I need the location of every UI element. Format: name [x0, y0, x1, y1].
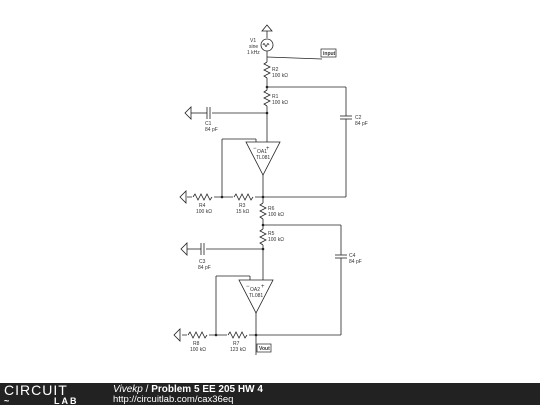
circuit-url[interactable]: http://circuitlab.com/cax36eq: [113, 394, 234, 405]
r6-resistor[interactable]: R6 100 kΩ: [259, 202, 284, 220]
oa1-opamp[interactable]: + − OA1 TL081: [245, 141, 281, 176]
c4-value: 84 pF: [349, 259, 362, 265]
r4-ground-symbol: [179, 190, 187, 204]
node-dot: [261, 195, 265, 199]
oa2-part: TL081: [249, 293, 263, 299]
oa2-minus: −: [246, 284, 250, 290]
r5-resistor[interactable]: R5 100 kΩ: [259, 228, 284, 246]
svg-text:input: input: [323, 51, 336, 57]
oa1-plus: +: [266, 146, 270, 152]
c4-ref: C4: [349, 253, 356, 259]
svg-text:Vout: Vout: [259, 346, 270, 352]
v1-freq: 1 kHz: [247, 50, 260, 56]
r7-ref: R7: [233, 341, 240, 347]
r6-ref: R6: [268, 206, 275, 212]
top-ground-symbol: [261, 24, 273, 38]
author-link[interactable]: Vivekp: [113, 384, 143, 395]
vout-net-label[interactable]: Vout: [256, 343, 272, 353]
c2-ref: C2: [355, 115, 362, 121]
footer-bar: CIRCUIT ~ LAB Vivekp / Problem 5 EE 205 …: [0, 382, 540, 406]
r1-ref: R1: [272, 94, 279, 100]
r1-resistor[interactable]: R1 100 kΩ: [263, 89, 288, 107]
title-separator: /: [142, 384, 152, 395]
node-dot: [220, 195, 224, 199]
logo-text-bottom: LAB: [54, 396, 79, 406]
oa1-part: TL081: [256, 155, 270, 161]
oa1-minus: −: [253, 146, 257, 152]
r7-value: 123 kΩ: [230, 347, 246, 353]
r8-value: 100 kΩ: [190, 347, 206, 353]
c1-value: 84 pF: [205, 127, 218, 133]
r2-resistor[interactable]: R2 100 kΩ: [263, 61, 288, 79]
c1-capacitor[interactable]: C1 84 pF: [191, 107, 218, 133]
c2-value: 84 pF: [355, 121, 368, 127]
r8-ground-symbol: [173, 328, 181, 342]
r4-ref: R4: [199, 203, 206, 209]
r5-value: 100 kΩ: [268, 237, 284, 243]
c3-capacitor[interactable]: C3 84 pF: [187, 243, 211, 271]
r3-value: 15 kΩ: [236, 209, 249, 215]
r7-resistor[interactable]: R7 123 kΩ: [227, 331, 249, 353]
c1-ref: C1: [205, 121, 212, 127]
c4-capacitor[interactable]: C4 84 pF: [335, 253, 362, 335]
r3-resistor[interactable]: R3 15 kΩ: [233, 193, 255, 215]
r8-resistor[interactable]: R8 100 kΩ: [187, 331, 209, 353]
r1-value: 100 kΩ: [272, 100, 288, 106]
r5-ref: R5: [268, 231, 275, 237]
c2-capacitor[interactable]: C2 84 pF: [340, 115, 368, 197]
v1-ref: V1: [250, 38, 256, 44]
r8-ref: R8: [193, 341, 200, 347]
circuit-title[interactable]: Problem 5 EE 205 HW 4: [151, 384, 263, 395]
logo-wave-icon: ~: [4, 396, 12, 406]
project-title: Vivekp / Problem 5 EE 205 HW 4: [113, 384, 263, 395]
v1-source[interactable]: V1 sine 1 kHz: [247, 38, 274, 56]
c1-ground-symbol: [184, 106, 192, 120]
c3-ref: C3: [199, 259, 206, 265]
circuitlab-logo[interactable]: CIRCUIT ~ LAB: [4, 382, 90, 406]
r3-ref: R3: [239, 203, 246, 209]
r4-value: 100 kΩ: [196, 209, 212, 215]
node-dot: [254, 333, 258, 337]
input-net-label[interactable]: input: [266, 48, 337, 60]
oa1-ref: OA1: [257, 149, 267, 155]
v1-type: sine: [249, 44, 258, 50]
circuit-schematic: V1 sine 1 kHz input R2 100 kΩ R1 100 kΩ …: [173, 24, 368, 355]
r2-value: 100 kΩ: [272, 73, 288, 79]
c3-value: 84 pF: [198, 265, 211, 271]
logo-text-top: CIRCUIT: [4, 382, 68, 398]
r6-value: 100 kΩ: [268, 212, 284, 218]
node-dot: [214, 333, 218, 337]
oa2-ref: OA2: [250, 287, 260, 293]
oa2-opamp[interactable]: + − OA2 TL081: [238, 279, 274, 314]
r2-ref: R2: [272, 67, 279, 73]
c3-ground-symbol: [180, 242, 188, 256]
oa2-plus: +: [261, 284, 265, 290]
r4-resistor[interactable]: R4 100 kΩ: [192, 193, 214, 215]
